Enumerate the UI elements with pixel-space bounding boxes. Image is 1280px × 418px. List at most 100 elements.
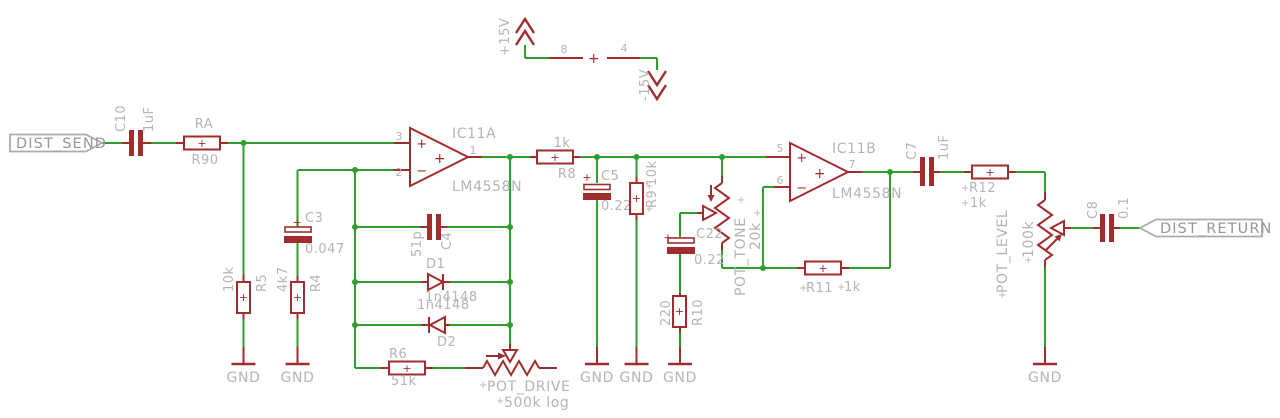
r12-name-cross: + bbox=[961, 183, 969, 194]
ra-origin-cross: + bbox=[197, 137, 206, 150]
c22-value-label: 0.22 bbox=[694, 253, 725, 268]
gnd-label: GND bbox=[1028, 370, 1062, 386]
c7-name-label: C7 bbox=[905, 142, 920, 160]
connector-dist-return: DIST_RETURN bbox=[1138, 218, 1272, 238]
r11-origin-cross: + bbox=[818, 262, 827, 275]
ic11b-inverting-mark: − bbox=[796, 181, 807, 196]
dist-send-label: DIST_SEND bbox=[16, 136, 107, 152]
r11-name-label: R11 bbox=[806, 281, 833, 296]
minus15v-label: -15V bbox=[638, 69, 653, 101]
ground-symbols: GND GND GND GND GND GND bbox=[227, 362, 1062, 386]
diode-d2: D2 1n4148 bbox=[417, 298, 469, 350]
capacitor-c8: C8 0.1 bbox=[1086, 197, 1132, 242]
r11-value-cross: + bbox=[837, 282, 845, 293]
ic11a-inverting-mark: − bbox=[416, 164, 427, 179]
ic11b-pin6: 6 bbox=[777, 174, 784, 187]
ic11a-pin2: 2 bbox=[396, 166, 403, 179]
minus15v-arrow-icon bbox=[646, 70, 668, 102]
r10-name-label: R10 bbox=[691, 299, 706, 326]
ic11a-pin1: 1 bbox=[470, 144, 477, 157]
r9-value-label: 10k bbox=[645, 160, 660, 186]
pot-level-name-label: POT_LEVEL bbox=[995, 210, 1011, 293]
r5-value-label: 10k bbox=[222, 266, 237, 292]
r12-value-cross: + bbox=[961, 198, 969, 209]
c22-name-label: C22 bbox=[696, 227, 723, 242]
ic11a-part-label: LM4558N bbox=[452, 179, 522, 195]
capacitor-c7: C7 1uF bbox=[905, 135, 952, 186]
ic11b-noninverting-mark: + bbox=[796, 151, 807, 166]
c7-value-label: 1uF bbox=[937, 135, 952, 161]
pot-drive-origin-cross: + bbox=[479, 380, 487, 391]
capacitor-c5: + C5 0.22 bbox=[582, 169, 632, 214]
r5-name-label: R5 bbox=[255, 274, 270, 292]
c3-name-label: C3 bbox=[305, 211, 323, 226]
r10-value-label: 220 bbox=[659, 300, 674, 326]
r5-origin-cross: + bbox=[239, 291, 248, 304]
pot-drive-name-label: POT_DRIVE bbox=[487, 379, 570, 395]
r11-value-label: 1k bbox=[844, 280, 861, 295]
diode-d1: D1 1n4148 bbox=[425, 257, 477, 305]
c22-polarity-mark: + bbox=[663, 231, 672, 244]
r10-origin-cross: + bbox=[675, 305, 684, 318]
resistor-r10: + 220 R10 bbox=[659, 295, 706, 328]
r8-origin-cross: + bbox=[550, 151, 559, 164]
opamp-ic11a: + − + 3 2 1 IC11A LM4558N bbox=[396, 126, 522, 195]
r8-value-label: 1k bbox=[554, 136, 571, 151]
ic11a-noninverting-mark: + bbox=[416, 137, 427, 152]
c10-value-label: 1uF bbox=[142, 107, 157, 133]
gnd-label: GND bbox=[227, 370, 261, 386]
pot-level-name-cross: + bbox=[998, 290, 1006, 301]
r12-name-label: R12 bbox=[969, 181, 996, 196]
capacitor-c10: C10 1uF bbox=[114, 105, 157, 156]
plus15v-label: +15V bbox=[498, 18, 513, 56]
pot-level-value-label: 100k bbox=[1021, 220, 1037, 258]
ground-symbol-r10: GND bbox=[663, 362, 697, 386]
ic11b-name-label: IC11B bbox=[832, 141, 876, 157]
resistor-r4: + 4k7 R4 bbox=[276, 266, 324, 314]
resistor-r11: + + R11 + 1k bbox=[799, 260, 861, 296]
c4-name-label: C4 bbox=[440, 232, 455, 250]
ic11a-pin3: 3 bbox=[396, 130, 403, 143]
ic11b-pin7: 7 bbox=[849, 158, 856, 171]
connector-dist-send: DIST_SEND bbox=[9, 133, 107, 153]
c3-polarity-mark: + bbox=[292, 216, 301, 229]
junction-dots bbox=[240, 140, 893, 328]
c5-polarity-mark: + bbox=[582, 171, 591, 184]
r9-origin-cross: + bbox=[632, 192, 641, 205]
ground-symbol-pot-level: GND bbox=[1028, 362, 1062, 386]
ic11a-gain-mark: + bbox=[434, 151, 446, 167]
ic11b-gain-mark: + bbox=[814, 166, 826, 182]
resistor-r8: + 1k R8 bbox=[536, 136, 576, 182]
capacitor-c4: 51p C4 bbox=[410, 214, 455, 257]
ra-name-label: RA bbox=[195, 117, 213, 132]
c3-value-label: 0.047 bbox=[305, 242, 345, 257]
c8-name-label: C8 bbox=[1086, 201, 1101, 219]
component-pin-stubs bbox=[122, 57, 1120, 369]
d1-name-label: D1 bbox=[426, 257, 445, 272]
potentiometer-pot-level: + POT_LEVEL + 100k bbox=[995, 199, 1065, 301]
resistor-r12: + + R12 + 1k bbox=[961, 164, 1009, 211]
r12-origin-cross: + bbox=[985, 166, 994, 179]
r9-name-cross: + bbox=[645, 204, 653, 215]
gnd-label: GND bbox=[663, 370, 697, 386]
c5-value-label: 0.22 bbox=[601, 199, 632, 214]
gnd-label: GND bbox=[580, 370, 614, 386]
gnd-label: GND bbox=[620, 370, 654, 386]
dist-return-label: DIST_RETURN bbox=[1160, 221, 1272, 237]
ground-symbol-r5: GND bbox=[227, 362, 261, 386]
power-pin-4: 4 bbox=[621, 42, 628, 55]
r9-name-label: R9 bbox=[645, 190, 660, 208]
ground-symbol-c5: GND bbox=[580, 362, 614, 386]
ra-value-label: R90 bbox=[191, 153, 218, 168]
ic11a-name-label: IC11A bbox=[452, 126, 496, 142]
r4-origin-cross: + bbox=[293, 291, 302, 304]
power-supply: +15V 8 + 4 -15V bbox=[498, 16, 668, 102]
r9-value-cross: + bbox=[645, 181, 653, 192]
r8-name-label: R8 bbox=[558, 167, 576, 182]
pot-tone-name-cross: + bbox=[737, 195, 745, 206]
c4-value-label: 51p bbox=[410, 231, 425, 257]
resistor-r9: + + R9 + 10k bbox=[629, 160, 660, 215]
c5-name-label: C5 bbox=[601, 169, 619, 184]
c8-value-label: 0.1 bbox=[1117, 197, 1132, 219]
